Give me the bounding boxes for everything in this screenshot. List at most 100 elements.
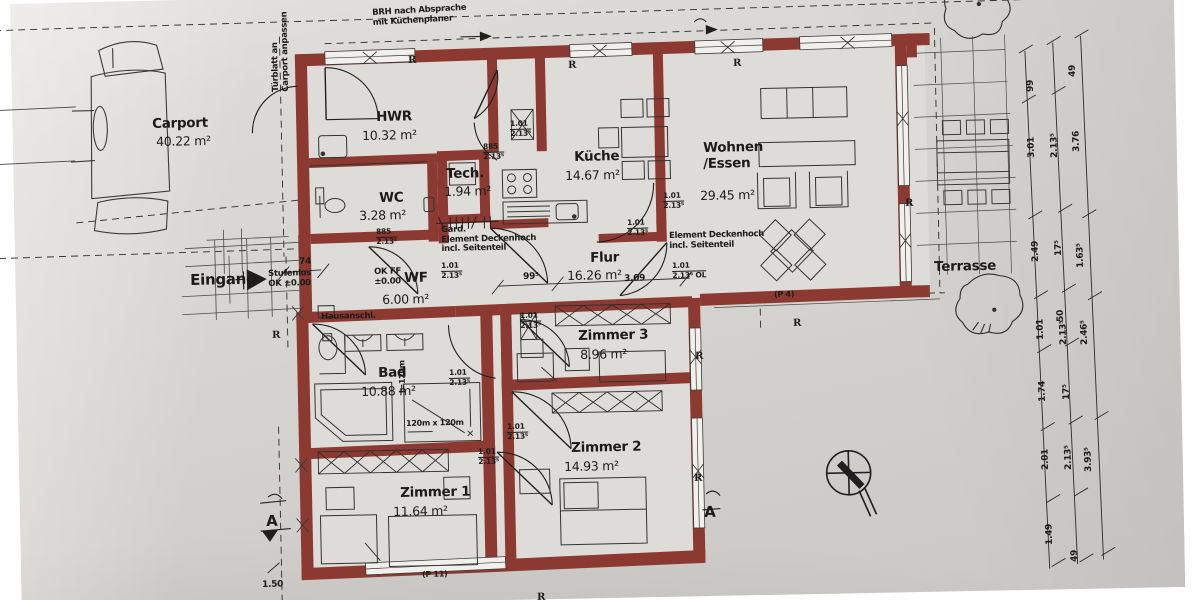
north-arrow-icon [825,450,878,517]
dimension-right-chain2: 2.13⁵ [1063,445,1074,470]
terrace-furniture [936,118,1011,206]
dimension-top: 99⁵ [523,271,539,282]
dimension-right-chain1: 1.74 [1037,380,1048,402]
dimension-right-chain3: 3.76 [1071,130,1082,152]
annotation-hausanschluss: Hausanschl. [320,310,376,322]
dimension-chain-right [1018,29,1116,569]
annotation-shower-dim: 120m x 120m [406,417,464,428]
dimension-right-chain1: 99 [1025,79,1036,92]
section-marks [260,490,721,542]
shutter-r-mark: R [695,350,704,362]
room-area-wf: 6.00 m² [382,291,430,307]
dimension-right-chain2: 2.13⁵ [1049,133,1060,158]
room-name-zimmer2: Zimmer 2 [571,438,642,456]
dimension-right-chain3: 2.46⁵ [1079,320,1090,345]
dimension-top: 74 [299,256,312,267]
room-area-bad: 10.88 m² [361,382,416,399]
dimension-right-chain3: 1.63⁵ [1075,243,1086,268]
dimension-right-chain2: 17⁵ [1053,240,1064,256]
room-name-tech: Tech. [446,165,485,182]
carport-frame [0,106,76,166]
shutter-r-mark: R [905,197,914,209]
dimension-right-chain2: 49 [1067,64,1078,77]
shutter-r-mark: R [793,317,802,329]
room-name-zimmer1: Zimmer 1 [400,483,471,501]
room-name-wohnen: Wohnen [703,138,764,156]
door-leaves [311,67,668,506]
furniture [309,86,856,567]
shutter-r-mark: R [272,329,281,341]
dimension-right-chain2: 17⁵ [1061,384,1072,400]
room-area-zimmer1: 11.64 m² [393,502,448,519]
hatched-parapet [317,108,671,475]
dimension-right-chain1: 2.49 [1030,240,1041,262]
dimension-right-chain1: 3.01 [1026,136,1037,158]
room-name-carport: Carport [152,114,208,132]
room-area-carport: 40.22 m² [156,132,211,149]
shutter-r-mark: R [408,54,417,66]
left-site-grid [206,228,289,274]
dimension-right-chain1: 1.49 [1044,523,1055,545]
room-area-zimmer3: 8.96 m² [580,346,628,362]
annotation-section-a-top: A [266,511,278,530]
dimension-right-chain2: 49 [1069,549,1080,562]
annotation-shower-dim-v: l=120m [397,360,407,393]
room-area-kueche: 14.67 m² [565,166,620,183]
room-area-zimmer2: 14.93 m² [564,457,619,474]
tree-symbols [943,0,1024,335]
annotation-section-a-right: A [704,502,716,521]
annotation-okff-note: OK FF±0.00 [373,266,402,287]
dimension-right-chain1: 2.01 [1040,448,1051,470]
room-area-tech: 1.94 m² [444,183,492,199]
room-name-zimmer3: Zimmer 3 [578,326,649,344]
shutter-r-mark: R [694,472,703,484]
dimension-right-chain1: 1.01 [1035,318,1046,340]
room-name-wf: WF [404,269,428,286]
room-name-hwr: HWR [376,108,413,125]
room-name-kueche: Küche [574,148,620,165]
window-openings [324,33,913,576]
dimension-chain-top [277,263,692,295]
dimension-top: 3.09 [624,273,646,284]
room-name2-wohnen: /Essen [703,155,751,172]
carport-vehicle [70,41,171,235]
room-name-terrasse: Terrasse [934,257,997,275]
room-area-hwr: 10.32 m² [362,126,417,143]
dimension-right-chain2: 2.13⁵ [1058,320,1069,345]
shutter-r-mark: R [733,57,742,69]
entrance-arrow [235,269,267,291]
door-swings [251,67,668,506]
shutter-r-mark: R [537,591,546,600]
annotation-p11-marker: (P 11) [422,569,448,579]
shutter-r-mark: R [568,59,577,71]
room-name-wc: WC [379,189,404,206]
room-name-flur: Flur [590,249,620,266]
dimension-left: 1.50 [262,579,284,590]
terrace-paving [714,34,1017,308]
annotation-eingang-label: Eingang [190,269,257,289]
window-x-marks [291,36,912,533]
gard-element-hatch [436,216,499,230]
room-area-wc: 3.28 m² [359,207,407,223]
room-area-flur: 16.26 m² [567,266,622,283]
dimension-arrow-top [460,18,718,42]
dimension-left-bottom [267,562,280,574]
